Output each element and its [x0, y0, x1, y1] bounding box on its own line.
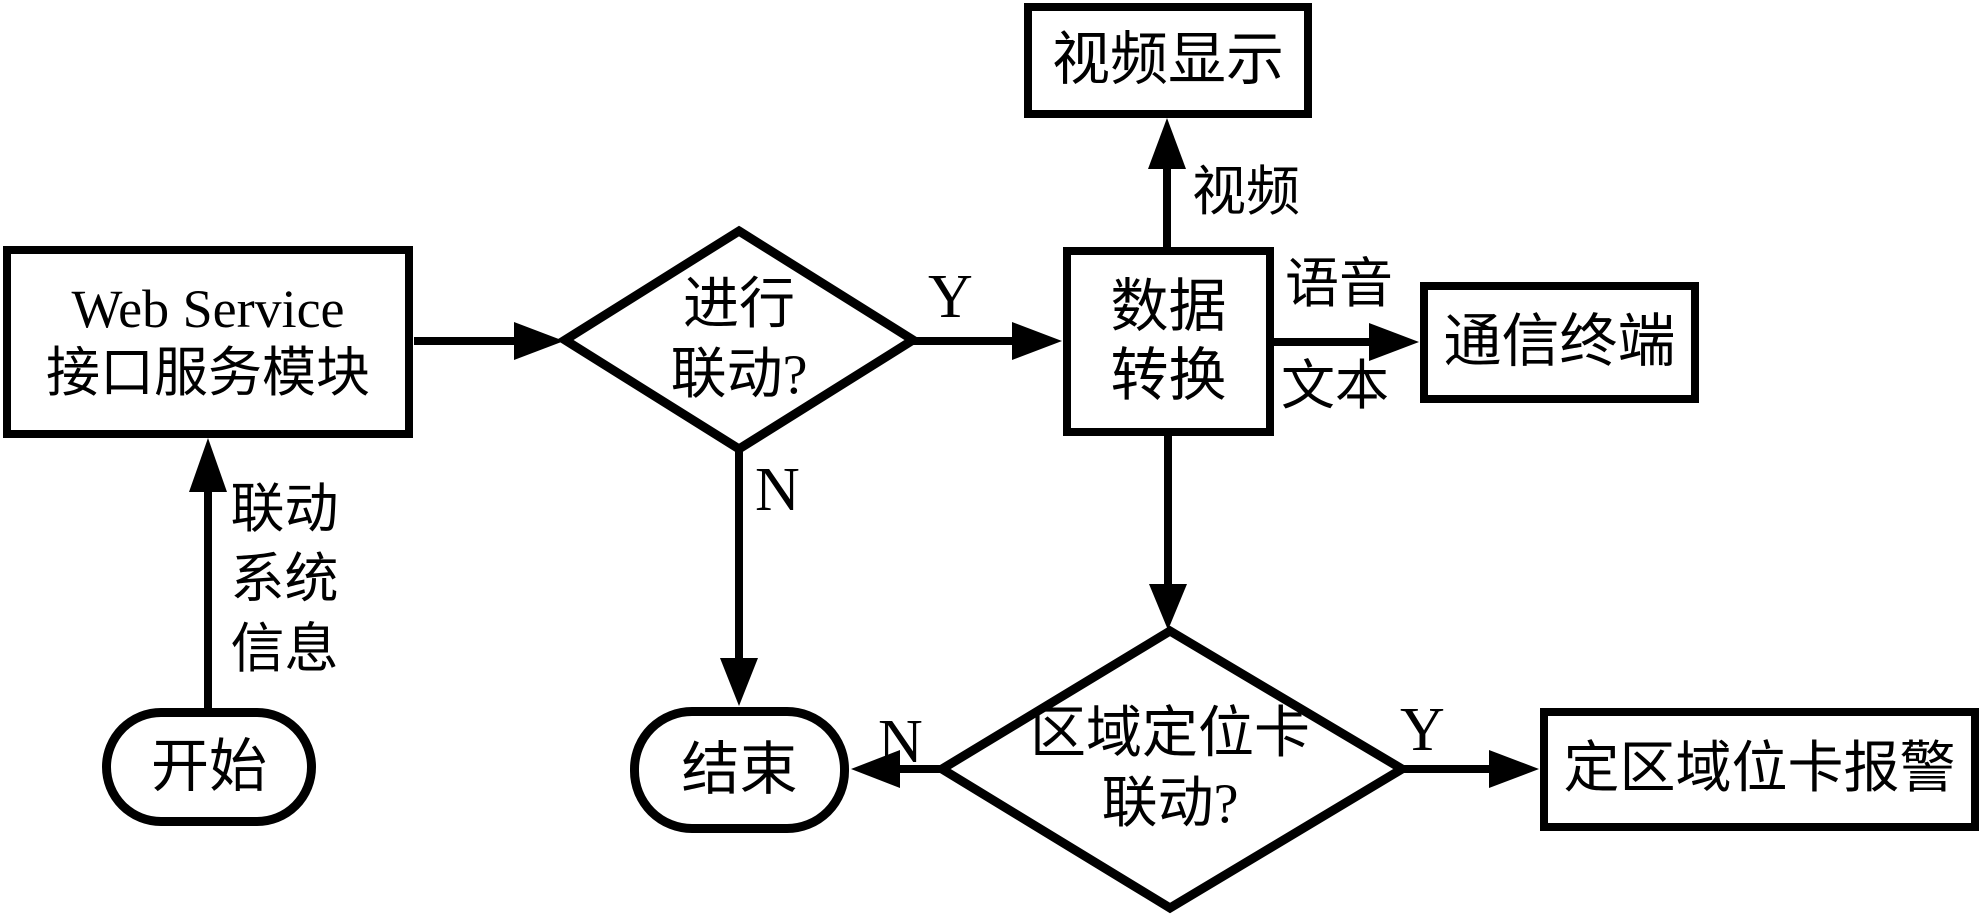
web-service-label-line1: Web Service — [71, 279, 345, 340]
data-convert-label-line2: 转换 — [1110, 342, 1227, 408]
area-card-decision-label-line1: 区域定位卡 — [1030, 703, 1310, 765]
comm-terminal-label: 通信终端 — [1443, 309, 1676, 375]
edge-label-linkage-info: 联动 系统 信息 — [222, 474, 347, 684]
end-terminator: 结束 — [630, 707, 849, 833]
video-display-node: 视频显示 — [1024, 3, 1312, 118]
edge-label-no-area-card: N — [878, 708, 923, 776]
area-card-decision-diamond-shape — [933, 625, 1411, 914]
edge-label-no-linkage: N — [755, 456, 800, 524]
linkage-decision-label: 进行 联动? — [589, 256, 889, 424]
edge-label-video: 视频 — [1192, 162, 1300, 222]
linkage-decision-label-line1: 进行 — [683, 274, 795, 336]
edge-label-linkage-info-line3: 信息 — [230, 619, 339, 679]
data-convert-label-line1: 数据 — [1110, 274, 1227, 340]
area-card-decision-label-line2: 联动? — [1101, 773, 1239, 835]
data-convert-node: 数据 转换 — [1063, 247, 1274, 436]
edge-label-yes-area-card: Y — [1400, 696, 1445, 764]
arrow-web-service-to-linkage-decision — [414, 322, 564, 360]
linkage-decision-label-line2: 联动? — [670, 344, 808, 406]
edge-label-voice: 语音 — [1285, 254, 1393, 314]
edge-label-linkage-info-line2: 系统 — [230, 549, 339, 609]
arrow-data-convert-to-area-card-decision — [1149, 436, 1187, 630]
arrow-linkage-yes-to-data-convert — [911, 322, 1062, 360]
comm-terminal-node: 通信终端 — [1420, 282, 1699, 403]
arrow-area-card-no-to-end — [851, 750, 941, 788]
edge-label-linkage-info-line1: 联动 — [230, 479, 339, 539]
start-terminator: 开始 — [102, 708, 316, 826]
video-display-label: 视频显示 — [1051, 27, 1284, 93]
arrow-data-convert-to-comm-terminal — [1272, 323, 1419, 361]
arrow-data-convert-to-video-display — [1148, 118, 1186, 248]
edge-label-text: 文本 — [1281, 356, 1389, 416]
arrow-area-card-yes-to-alarm — [1401, 750, 1539, 788]
end-label: 结束 — [681, 736, 798, 802]
area-card-decision-label: 区域定位卡 联动? — [955, 665, 1385, 873]
arrow-start-to-web-service — [189, 438, 227, 708]
area-card-alarm-label: 定区域位卡报警 — [1563, 738, 1956, 801]
web-service-node: Web Service 接口服务模块 — [3, 246, 413, 438]
area-card-alarm-node: 定区域位卡报警 — [1540, 708, 1979, 831]
start-label: 开始 — [150, 733, 267, 799]
edge-label-yes-linkage: Y — [928, 263, 973, 331]
web-service-label-line2: 接口服务模块 — [46, 343, 370, 403]
arrow-linkage-no-to-end — [720, 449, 758, 706]
